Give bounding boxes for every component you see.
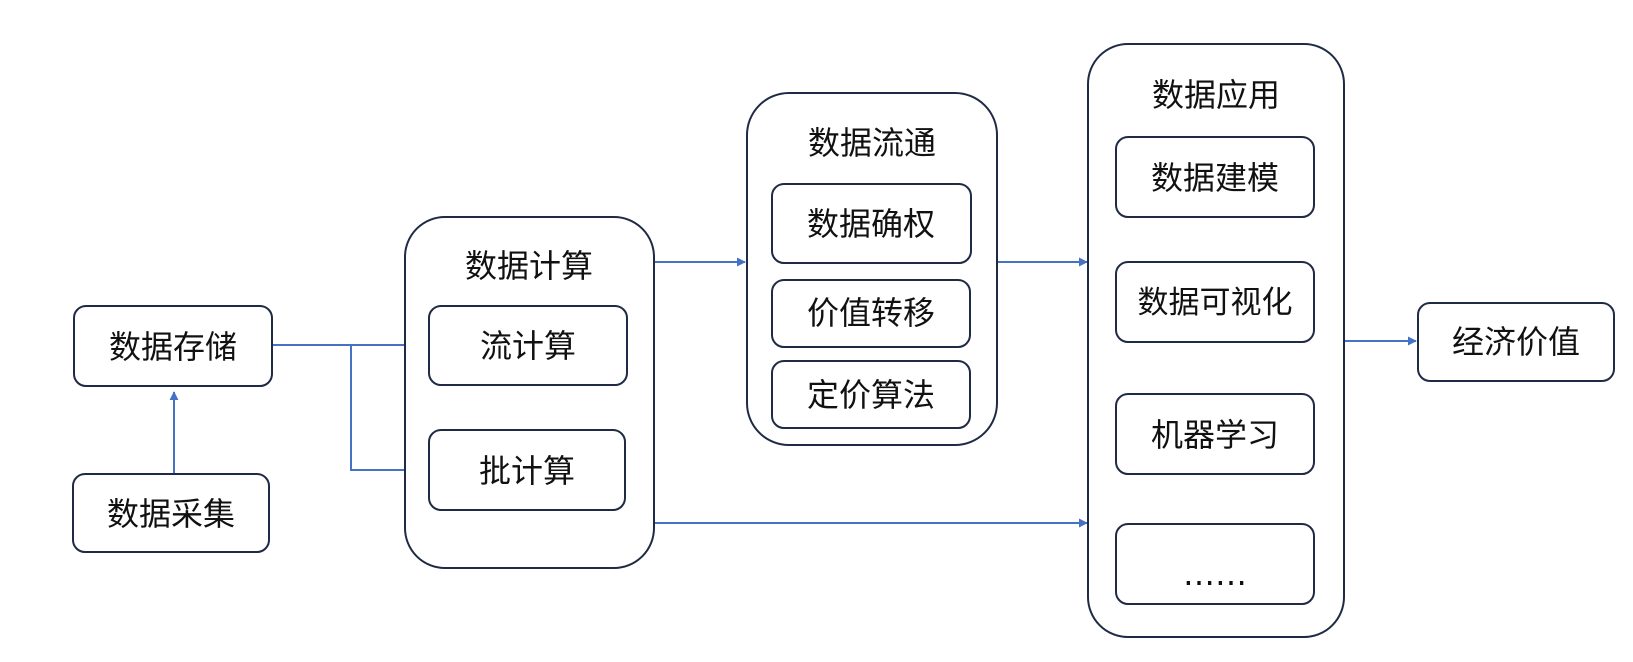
group-data-application: 数据应用 数据建模 数据可视化 机器学习 …… [1087,43,1345,638]
group-data-circulation: 数据流通 数据确权 价值转移 定价算法 [746,92,998,446]
node-stream-computing: 流计算 [428,305,628,386]
node-economic-value-label: 经济价值 [1452,323,1580,361]
node-data-modeling-label: 数据建模 [1151,159,1279,197]
node-data-rights-label: 数据确权 [807,205,935,243]
node-data-storage: 数据存储 [73,305,273,387]
node-data-visualization: 数据可视化 [1115,261,1315,343]
group-data-computing: 数据计算 流计算 批计算 [404,216,655,569]
edge-storage-to-batch [350,345,428,475]
node-machine-learning-label: 机器学习 [1151,416,1279,454]
group-data-computing-title: 数据计算 [465,247,593,285]
node-stream-computing-label: 流计算 [480,327,576,365]
node-batch-computing: 批计算 [428,429,626,511]
node-economic-value: 经济价值 [1417,302,1615,382]
node-data-modeling: 数据建模 [1115,136,1315,218]
node-more-applications: …… [1115,523,1315,605]
node-pricing-algorithm-label: 定价算法 [807,376,935,414]
node-value-transfer: 价值转移 [771,279,971,348]
node-data-storage-label: 数据存储 [109,328,237,366]
node-value-transfer-label: 价值转移 [807,294,935,332]
node-data-collection: 数据采集 [72,473,270,553]
node-pricing-algorithm: 定价算法 [771,360,971,429]
node-more-applications-label: …… [1183,555,1247,593]
node-machine-learning: 机器学习 [1115,393,1315,475]
group-data-application-title: 数据应用 [1152,76,1280,114]
node-data-rights: 数据确权 [771,183,972,264]
node-data-collection-label: 数据采集 [107,495,235,533]
connectors [169,257,1417,528]
node-batch-computing-label: 批计算 [479,452,575,490]
node-data-visualization-label: 数据可视化 [1138,285,1293,321]
group-data-circulation-title: 数据流通 [808,124,936,162]
